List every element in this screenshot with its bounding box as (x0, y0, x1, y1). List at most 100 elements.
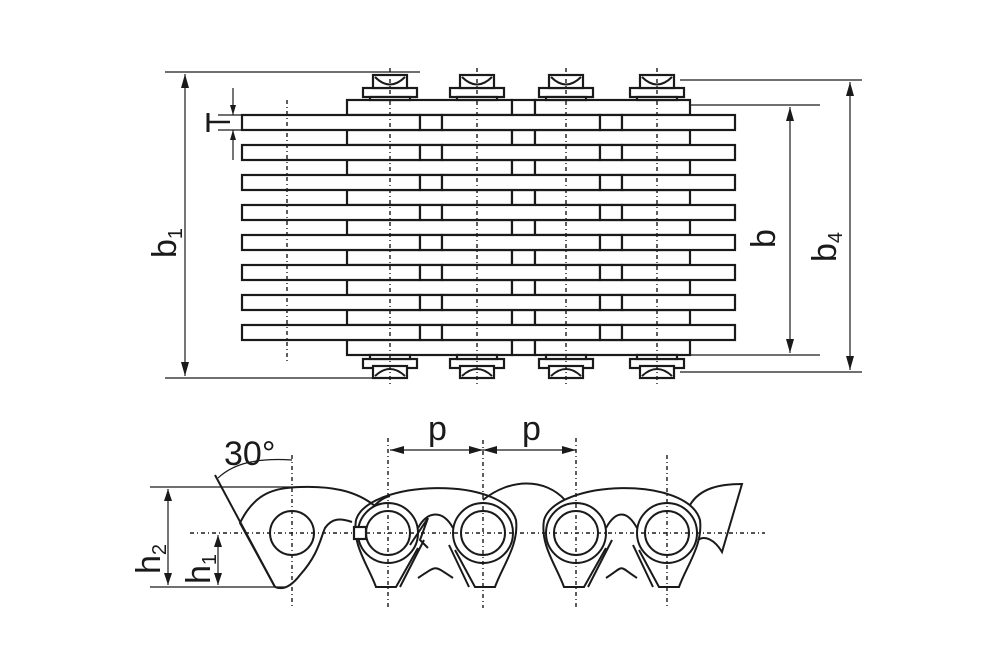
inner-plate (345, 338, 514, 357)
h1-label: h1 (180, 554, 221, 584)
long-bar (240, 323, 422, 342)
long-bar (240, 113, 422, 132)
bar-gap-block (418, 323, 444, 342)
long-bar (620, 233, 737, 252)
long-bar (620, 143, 737, 162)
pitch-label-left: p (428, 410, 447, 448)
long-bar (440, 113, 602, 132)
tooth-edge (399, 539, 470, 588)
back-curve (417, 567, 454, 579)
long-bar (440, 293, 602, 312)
inner-plate (345, 248, 514, 267)
plate-gap-block (510, 128, 537, 147)
inner-plate (345, 308, 514, 327)
b1-label: b1 (146, 228, 187, 258)
bushing-ring (545, 502, 607, 564)
plate-gap-block (510, 278, 537, 297)
long-bar (240, 203, 422, 222)
plate-gap-block (510, 308, 537, 327)
dimension-b4: b4 (680, 79, 862, 373)
pitch-label-right: p (522, 410, 541, 448)
bar-gap-block (418, 143, 444, 162)
pin-head-curve (374, 76, 406, 86)
long-bar (620, 113, 737, 132)
inner-plate (345, 218, 514, 237)
bar-gap-block (598, 113, 624, 132)
b-label: b (745, 229, 783, 248)
inner-plate (533, 308, 692, 327)
long-bar (620, 173, 737, 192)
bar-gap-block (598, 233, 624, 252)
valley-curve (605, 513, 638, 529)
link-plate (542, 487, 702, 588)
end-link (689, 482, 744, 555)
inner-plate (345, 128, 514, 147)
dimension-b1: b1 (146, 71, 420, 379)
plate-gap-block (510, 248, 537, 267)
inner-plate (345, 98, 514, 117)
bushing-ring (452, 502, 514, 564)
plate-gap-block (510, 188, 537, 207)
long-bar (620, 293, 737, 312)
dimension-b: b (690, 104, 820, 356)
long-bar (440, 173, 602, 192)
inner-plate (533, 128, 692, 147)
bar-gap-block (598, 173, 624, 192)
long-bar (440, 263, 602, 282)
inner-plate (533, 98, 692, 117)
roller-circle (460, 510, 506, 556)
long-bar (620, 203, 737, 222)
inner-plate (345, 188, 514, 207)
h2-label: h2 (130, 544, 171, 574)
side-view: 30° p p h2 h1 (130, 410, 765, 608)
bar-gap-block (418, 263, 444, 282)
long-bar (440, 233, 602, 252)
long-bar (440, 143, 602, 162)
long-bar (240, 173, 422, 192)
inner-plate (533, 188, 692, 207)
inner-plate (345, 158, 514, 177)
bar-gap-block (598, 323, 624, 342)
long-bar (620, 323, 737, 342)
bar-gap-block (418, 203, 444, 222)
bar-gap-block (418, 233, 444, 252)
inner-plate (533, 278, 692, 297)
valley-curve (417, 513, 454, 529)
bar-gap-block (418, 173, 444, 192)
dimension-t: T (206, 88, 242, 160)
inner-plate (533, 248, 692, 267)
inner-plate (533, 158, 692, 177)
top-view (240, 68, 737, 385)
bar-gap-block (598, 293, 624, 312)
angle-label: 30° (224, 435, 275, 473)
inner-plate (533, 218, 692, 237)
back-curve (605, 567, 638, 579)
pin-head-curve (550, 76, 582, 86)
bushing-ring (636, 502, 698, 564)
plate-gap-block (510, 158, 537, 177)
plate-gap-block (510, 218, 537, 237)
spring-clip (409, 517, 429, 549)
bar-gap-block (598, 143, 624, 162)
bar-gap-block (598, 203, 624, 222)
link-plate (354, 487, 518, 588)
plate-gap-block (510, 98, 537, 117)
link-top (374, 495, 391, 506)
link-top (482, 482, 566, 501)
clip-block (352, 525, 368, 541)
inner-plate (533, 338, 692, 357)
roller-circle (644, 510, 690, 556)
long-bar (440, 203, 602, 222)
tooth-edge (587, 539, 654, 588)
pin-head-curve (461, 76, 493, 86)
bar-gap-block (418, 293, 444, 312)
pin-head-curve (641, 76, 673, 86)
plate-gap-block (510, 338, 537, 357)
long-bar (440, 323, 602, 342)
roller-circle (553, 510, 599, 556)
inner-plate (345, 278, 514, 297)
long-bar (620, 263, 737, 282)
bar-gap-block (418, 113, 444, 132)
long-bar (240, 293, 422, 312)
